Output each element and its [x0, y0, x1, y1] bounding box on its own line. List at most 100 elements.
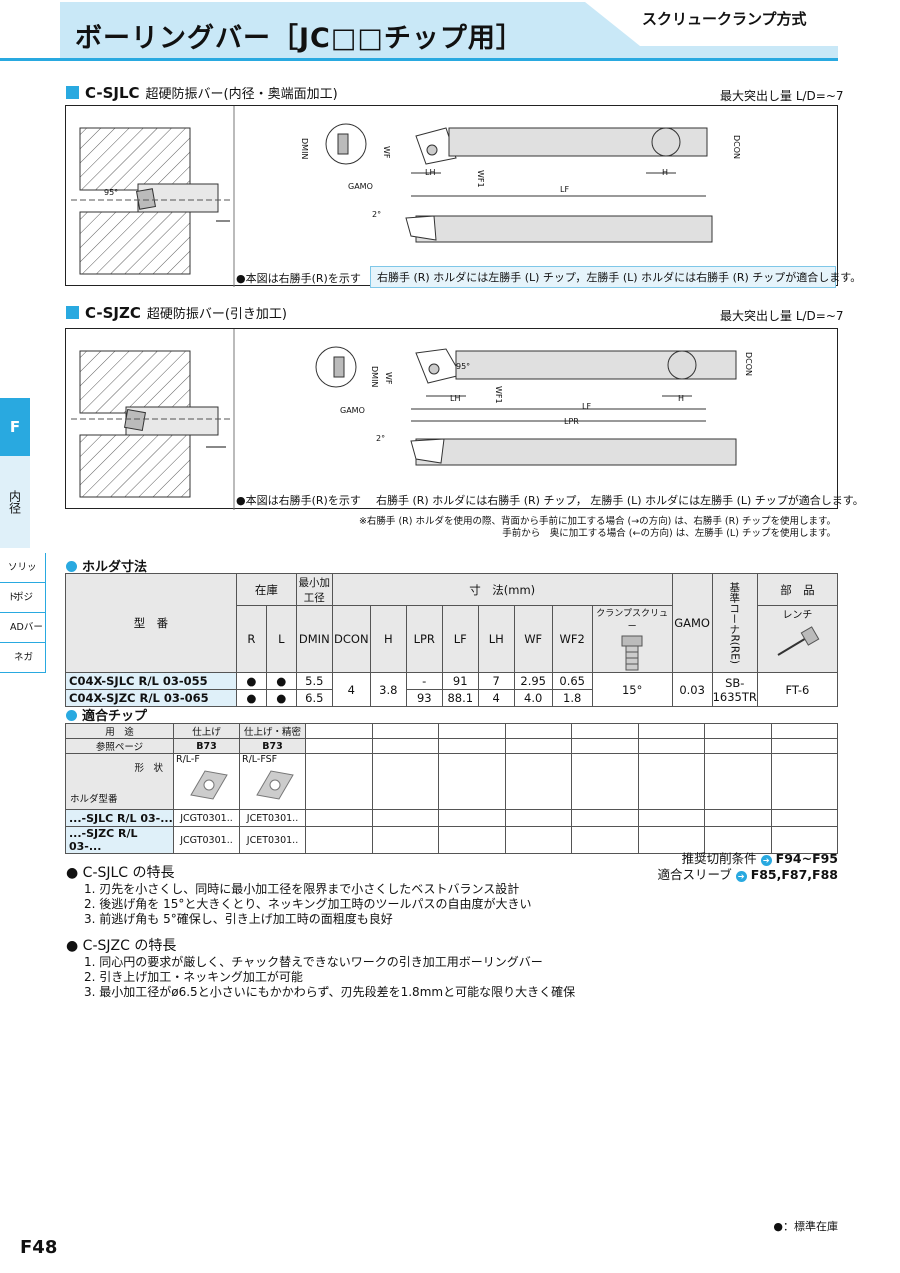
th-wrench: レンチ [756, 605, 839, 673]
dmin-value: 5.5 [295, 672, 333, 690]
sjzc-blue-note: 右勝手 (R) ホルダには右勝手 (R) チップ， 左勝手 (L) ホルダには左… [376, 494, 864, 507]
chip-value: JCET0301.. [239, 826, 306, 854]
th-dmin: DMIN [295, 605, 333, 673]
sjzc-max-label: 最大突出し量 L/D=~7 [720, 309, 844, 323]
chip-page-1: B73 [173, 738, 240, 754]
sidebar-item-solid[interactable]: ソリッド [0, 553, 45, 603]
arrow-circle-icon: ➔ [735, 871, 747, 882]
feature-item: 3. 最小加工径がø6.5と小さいにもかかわらず、刃先段差を1.8mmと可能な限… [84, 985, 576, 999]
sidebar-tab-label: 内径 [0, 456, 30, 548]
h-value: 3.8 [369, 672, 407, 707]
sjlc-desc: 超硬防振バー(内径・奥端面加工) [145, 87, 338, 102]
feature-title: ● C-SJZC の特長 [66, 938, 177, 954]
chip-table: 用 途 仕上げ 仕上げ・精密 参照ページ B73 B73 形 状 ホルダ型番 R… [65, 723, 838, 854]
wf-value: 2.95 [513, 672, 553, 690]
dim-95-1: 95° [104, 188, 119, 197]
lf-value: 91 [441, 672, 479, 690]
dim-2-2: 2° [376, 434, 386, 443]
features-sjlc: ● C-SJLC の特長 1. 刃先を小さくし、同時に最小加工径を限界まで小さく… [66, 862, 532, 927]
feature-title: ● C-SJLC の特長 [66, 865, 175, 881]
dim-h-1: H [662, 168, 669, 177]
sjlc-drawing [71, 106, 713, 287]
features-sjzc: ● C-SJZC の特長 1. 同心円の要求が厳しく、チャック替えできないワーク… [66, 935, 575, 1000]
sjlc-code: C-SJLC [85, 84, 140, 102]
chip-shape-header: 形 状 ホルダ型番 [65, 753, 174, 810]
sidebar-item-adbar[interactable]: ADバー [0, 613, 45, 643]
chip-jcet-icon [255, 770, 294, 800]
holder-model: C04X-SJLC R/L 03-055 [65, 672, 237, 690]
lf-value: 88.1 [441, 689, 479, 707]
th-l: L [265, 605, 297, 673]
dim-lf-1: LF [560, 185, 570, 194]
th-r: R [235, 605, 267, 673]
th-dims: 寸 法(mm) [331, 573, 673, 606]
chip-value: JCGT0301.. [173, 826, 240, 854]
feature-item: 2. 引き上げ加工・ネッキング加工が可能 [84, 970, 303, 984]
th-h: H [369, 605, 407, 673]
dim-dcon-2: DCON [744, 352, 753, 377]
dmin-value: 6.5 [295, 689, 333, 707]
th-screw: クランプスクリュー [591, 605, 673, 673]
th-min: 最小加工径 [295, 573, 333, 606]
sidebar-item-nega[interactable]: ネガ [0, 643, 45, 673]
chip-value: JCGT0301.. [173, 809, 240, 827]
page-number: F48 [20, 1237, 58, 1258]
section-sjlc-heading: C-SJLC 超硬防振バー(内径・奥端面加工) [66, 83, 338, 102]
th-dcon: DCON [331, 605, 371, 673]
chip-use-header: 用 途 [65, 723, 174, 739]
stock-l: ● [265, 689, 297, 707]
chip-heading: 適合チップ [66, 705, 147, 724]
sidebar-items: ソリッド ポジ ADバー ネガ [0, 553, 46, 673]
ref-sleeve[interactable]: 適合スリーブ ➔ F85,F87,F88 [657, 867, 838, 882]
lh-value: 4 [477, 689, 515, 707]
th-stock: 在庫 [235, 573, 297, 606]
dim-wf1-2: WF1 [494, 386, 503, 404]
chip-jcgt-icon [189, 770, 228, 800]
dim-2-1: 2° [372, 210, 382, 219]
sjzc-footnote-1: ※右勝手 (R) ホルダを使用の際、背面から手前に加工する場合 (→の方向) は… [358, 516, 836, 527]
sjlc-note: ●本図は右勝手(R)を示す [236, 272, 361, 285]
table-row: ...-SJZC R/L 03-... JCGT0301.. JCET0301.… [65, 826, 838, 854]
wf2-value: 0.65 [551, 672, 593, 690]
page-title: ボーリングバー［JC□□チップ用］ [75, 23, 524, 54]
dim-gamo-2: GAMO [340, 406, 365, 415]
dim-lf-2: LF [582, 402, 592, 411]
lpr-value: 93 [405, 689, 443, 707]
table-row: C04X-SJLC R/L 03-055 ● ● 5.5 4 3.8 - 91 … [65, 672, 839, 707]
sjzc-footnote-2: 手前から 奥に加工する場合 (←の方向) は、左勝手 (L) チップを使用します… [502, 528, 836, 539]
header-band [0, 0, 838, 62]
table-row: C04X-SJZC R/L 03-065 ● ● 6.5 93 88.1 4 4… [65, 689, 838, 707]
square-bullet-icon [66, 86, 79, 99]
dim-wf-1: WF [382, 146, 391, 159]
th-lpr: LPR [405, 605, 443, 673]
dim-lh-2: LH [450, 394, 461, 403]
th-lf: LF [441, 605, 479, 673]
re-value: 0.03 [671, 672, 713, 707]
table-row: ...-SJLC R/L 03-... JCGT0301.. JCET0301.… [65, 809, 838, 827]
lpr-value: - [405, 672, 443, 690]
circle-bullet-icon [66, 561, 77, 572]
dim-h-2: H [678, 394, 685, 403]
th-wf2: WF2 [551, 605, 593, 673]
dim-wf1-1: WF1 [476, 170, 485, 188]
holder-table: 型 番 在庫 最小加工径 寸 法(mm) GAMO 基準コーナR(RE) 部 品… [65, 573, 839, 707]
circle-bullet-icon [66, 710, 77, 721]
th-corner: 基準コーナR(RE) [711, 573, 758, 673]
feature-item: 2. 後逃げ角を 15°と大きくとり、ネッキング加工時のツールパスの自由度が大き… [84, 897, 532, 911]
chip-value: JCET0301.. [239, 809, 306, 827]
dim-dmin-2: DMIN [370, 366, 379, 388]
lh-value: 7 [477, 672, 515, 690]
ref-cutting-conditions[interactable]: 推奨切削条件 ➔ F94~F95 [681, 851, 838, 866]
sidebar-tab-f[interactable]: F [0, 398, 30, 456]
th-model: 型 番 [65, 573, 237, 673]
chip-shape-1: R/L-F [173, 753, 240, 810]
sjlc-blue-note: 右勝手 (R) ホルダには左勝手 (L) チップ，左勝手 (L) ホルダには右勝… [370, 266, 861, 288]
gamo-value: 15° [591, 672, 673, 707]
sjzc-drawing [71, 329, 737, 510]
sidebar-item-posi[interactable]: ポジ [0, 583, 45, 613]
sjzc-desc: 超硬防振バー(引き加工) [146, 307, 288, 322]
stock-r: ● [235, 689, 267, 707]
th-wf: WF [513, 605, 553, 673]
dim-dcon-1: DCON [732, 135, 741, 160]
